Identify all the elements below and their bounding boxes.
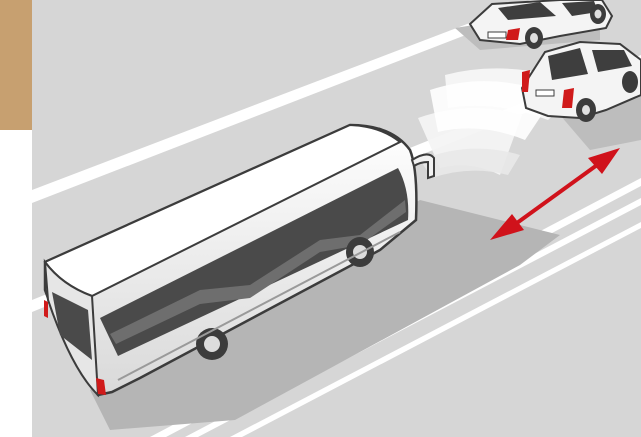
left-margin: [0, 130, 32, 437]
left-strip: [0, 0, 32, 130]
